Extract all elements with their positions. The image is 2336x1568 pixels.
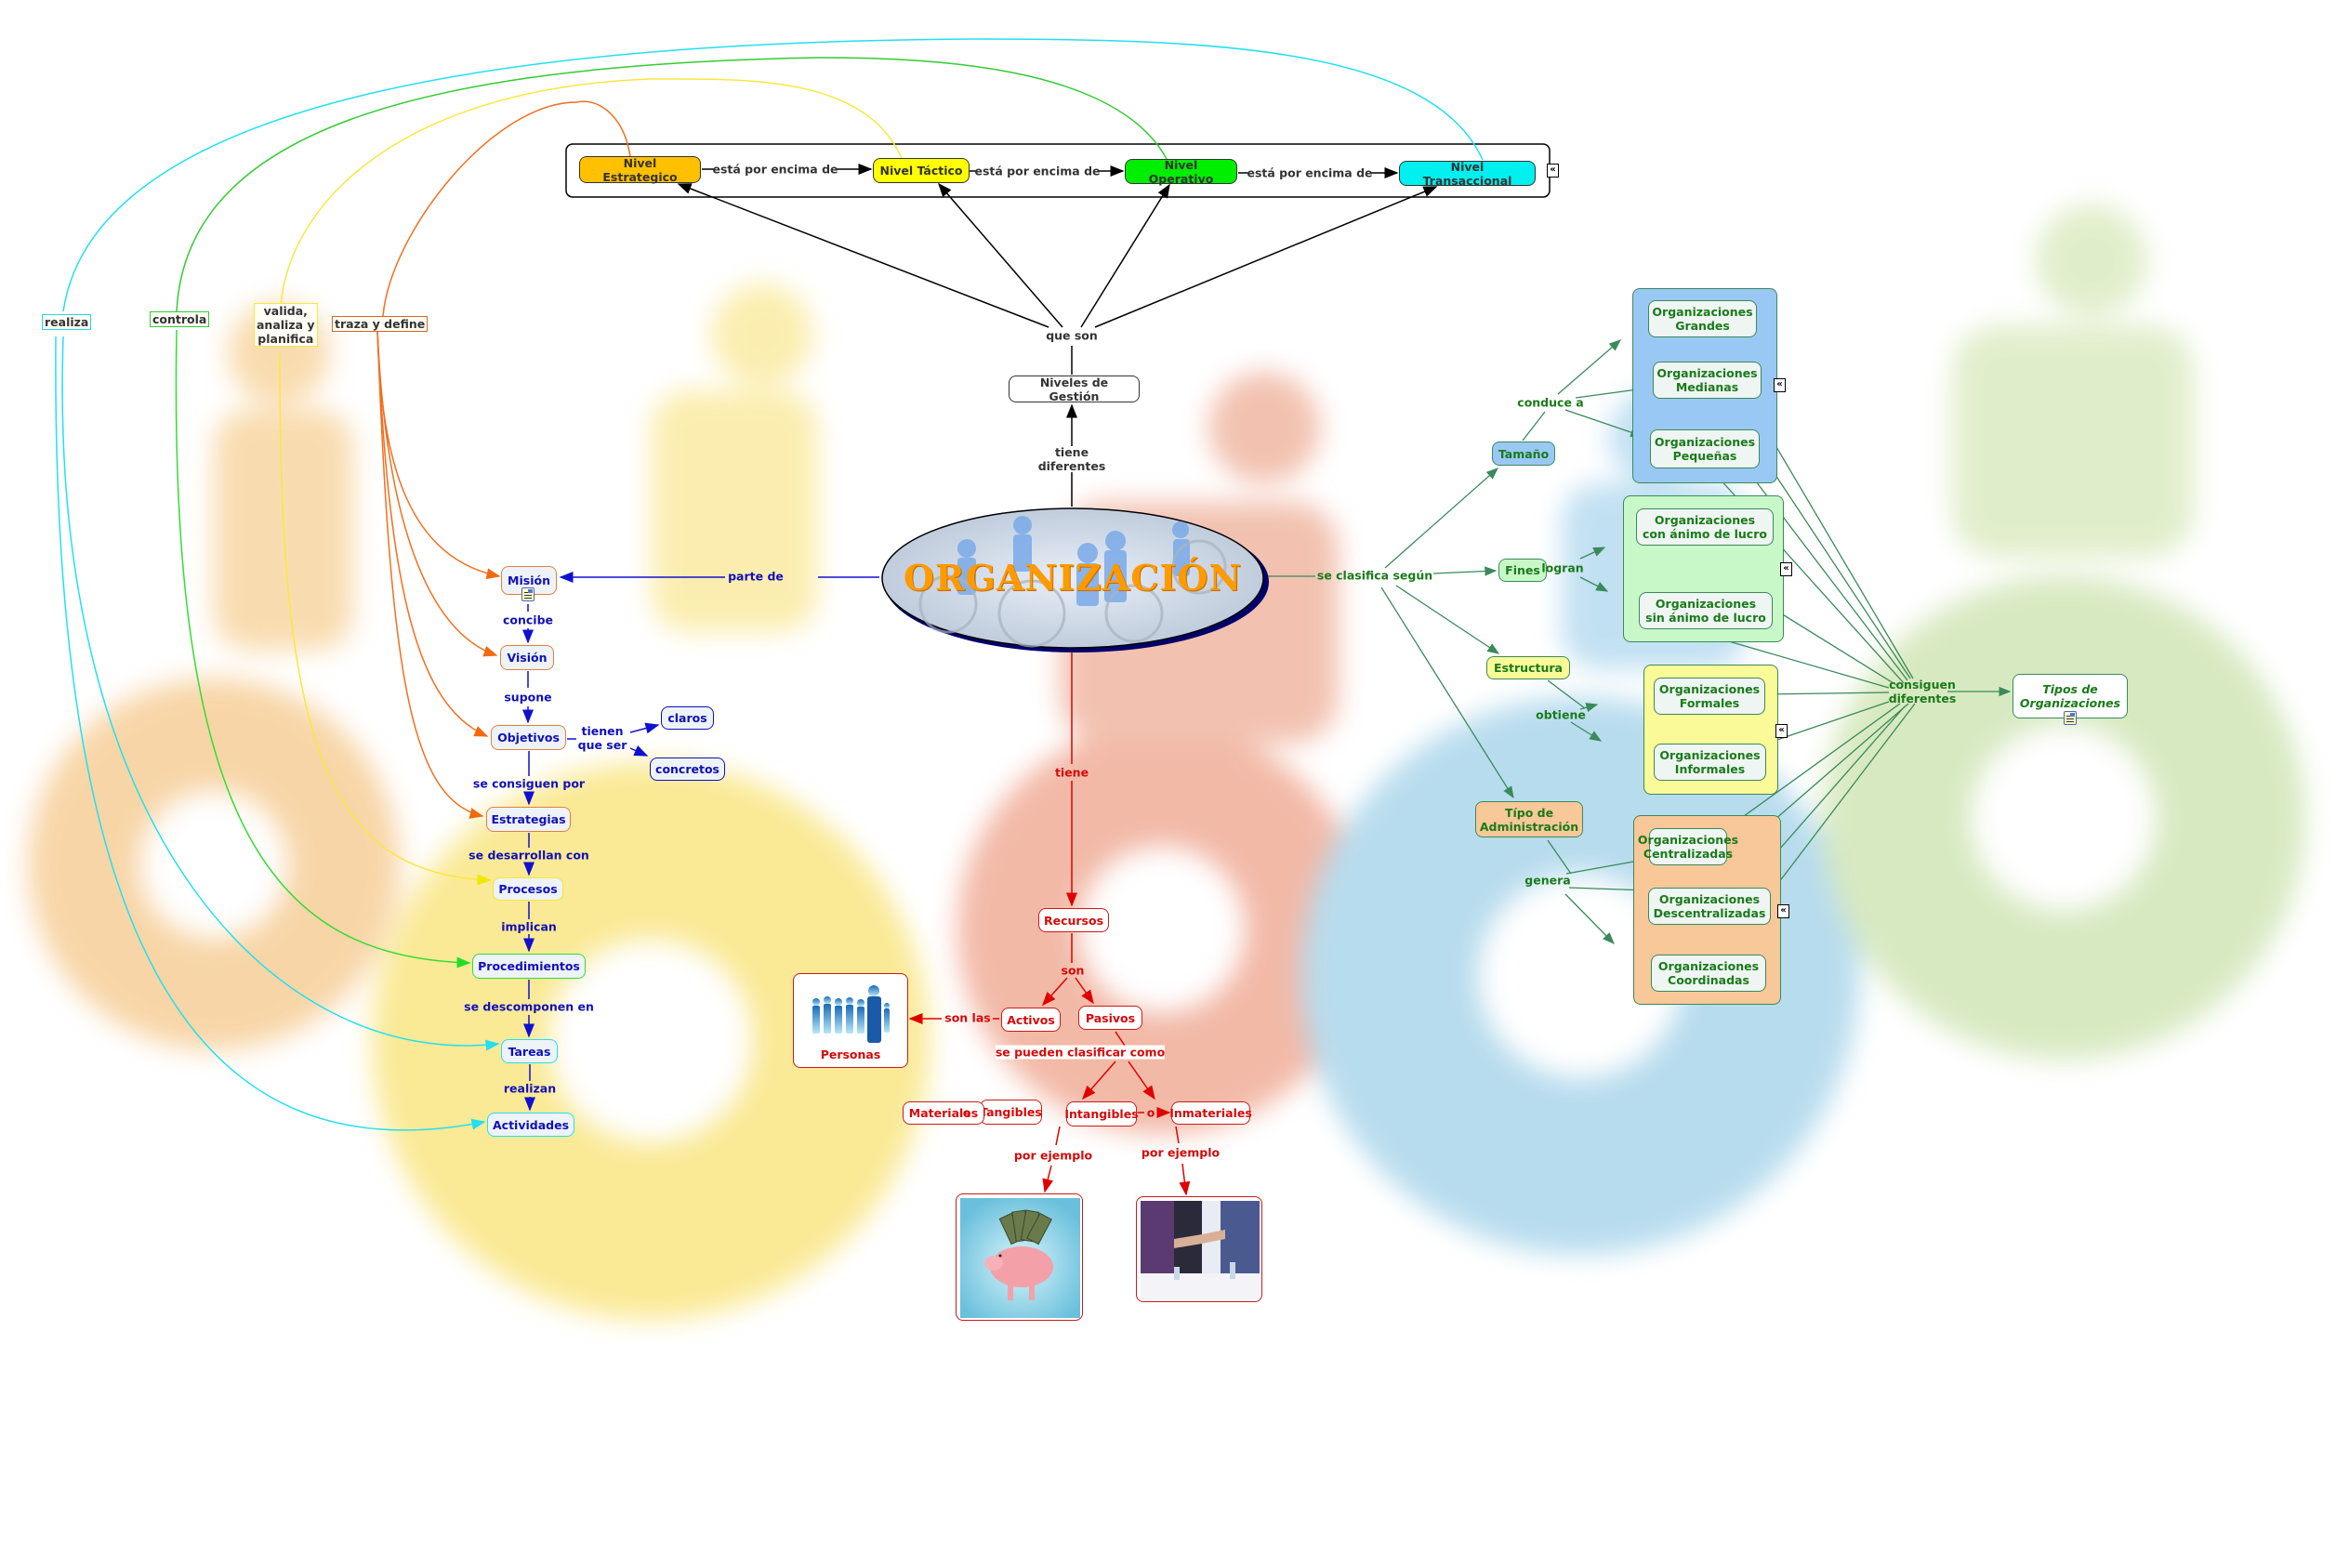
node-actividades[interactable]: Actividades [487, 1113, 574, 1137]
central-topic-label[interactable]: ORGANIZACIÓN [903, 557, 1243, 600]
personas-label: Personas [820, 1048, 881, 1061]
link-label-parte-de: parte de [728, 569, 784, 584]
node-org-sin-animo-de-lucro[interactable]: Organizaciones sin ánimo de lucro [1639, 592, 1773, 629]
node-org-con-animo-de-lucro[interactable]: Organizaciones con ánimo de lucro [1636, 508, 1774, 546]
link-label-esta-por-encima-1: está por encima de [712, 162, 838, 177]
image-piggy-bank[interactable] [956, 1193, 1083, 1321]
link-label-obtiene: obtiene [1536, 707, 1586, 722]
node-nivel-estrategico[interactable]: Nivel Estrategico [579, 156, 701, 184]
link-label-conduce-a: conduce a [1517, 395, 1584, 410]
link-label-o-materiales: o [962, 1105, 971, 1120]
tag-traza-y-define: traza y define [332, 316, 429, 332]
link-label-se-desarrollan-con: se desarrollan con [469, 848, 589, 863]
link-label-son: son [1061, 963, 1085, 978]
node-personas[interactable]: Personas [793, 973, 908, 1068]
image-business-handshake[interactable] [1136, 1196, 1262, 1302]
handshake-meeting-icon [1141, 1201, 1260, 1299]
link-label-se-descomponen-en: se descomponen en [464, 999, 594, 1014]
node-org-descentralizadas[interactable]: Organizaciones Descentralizadas [1648, 888, 1771, 925]
node-org-formales[interactable]: Organizaciones Formales [1654, 678, 1765, 715]
link-label-esta-por-encima-3: está por encima de [1247, 165, 1373, 180]
node-org-coordinadas[interactable]: Organizaciones Coordinadas [1651, 955, 1766, 992]
tag-controla: controla [150, 311, 210, 327]
node-procedimientos[interactable]: Procedimientos [472, 954, 586, 979]
figure-yellow [651, 283, 818, 632]
node-tangibles[interactable]: Tangibles [980, 1100, 1042, 1125]
collapse-icon-tipo-administracion[interactable]: « [1777, 904, 1789, 918]
node-recursos[interactable]: Recursos [1038, 908, 1109, 932]
link-label-concibe: concibe [502, 613, 554, 627]
document-icon-tipos[interactable] [2064, 711, 2077, 725]
node-estructura[interactable]: Estructura [1486, 656, 1570, 679]
node-claros[interactable]: claros [661, 706, 714, 730]
gears-people-illustration [957, 516, 1190, 606]
figure-green [1952, 204, 2194, 558]
tag-realiza: realiza [42, 314, 92, 330]
node-org-pequenas[interactable]: Organizaciones Pequeñas [1650, 429, 1760, 468]
document-icon-mision[interactable] [521, 587, 535, 601]
link-label-tiene-diferentes: tiene diferentes [1037, 445, 1106, 473]
node-materiales[interactable]: Materiales [903, 1101, 984, 1125]
link-label-o-inmateriales: o [1146, 1105, 1155, 1120]
node-activos[interactable]: Activos [1001, 1008, 1061, 1032]
node-niveles-de-gestion[interactable]: Niveles de Gestión [1009, 376, 1140, 403]
node-nivel-tactico[interactable]: Nivel Táctico [873, 158, 970, 183]
node-procesos[interactable]: Procesos [493, 877, 563, 901]
node-tareas[interactable]: Tareas [501, 1039, 558, 1063]
link-label-implican: implican [501, 919, 557, 934]
node-estrategias[interactable]: Estrategias [486, 807, 571, 832]
link-label-por-ejemplo-tangibles: por ejemplo [1013, 1148, 1093, 1163]
node-intangibles[interactable]: Intangibles [1064, 1101, 1139, 1127]
node-mision[interactable]: Misión [501, 566, 557, 595]
piggy-bank-money-icon [960, 1198, 1080, 1318]
node-tamano[interactable]: Tamaño [1492, 441, 1555, 466]
link-label-por-ejemplo-intangibles: por ejemplo [1141, 1145, 1221, 1160]
link-label-genera: genera [1524, 873, 1571, 888]
link-label-consiguen-diferentes: consiguen diferentes [1888, 678, 1957, 705]
node-org-informales[interactable]: Organizaciones Informales [1654, 744, 1766, 781]
collapse-icon-estructura[interactable]: « [1775, 724, 1788, 738]
node-org-grandes[interactable]: Organizaciones Grandes [1648, 300, 1757, 337]
node-tipo-de-administracion[interactable]: Típo de Administración [1475, 801, 1583, 837]
node-fines[interactable]: Fines [1498, 559, 1547, 582]
collapse-icon-tamano[interactable]: « [1774, 378, 1786, 392]
node-inmateriales[interactable]: Inmateriales [1169, 1101, 1252, 1125]
link-label-tiene: tiene [1054, 765, 1089, 780]
node-concretos[interactable]: concretos [650, 758, 725, 781]
link-label-se-pueden-clasificar-como: se pueden clasificar como [995, 1045, 1166, 1060]
node-nivel-transaccional[interactable]: Nivel Transaccional [1399, 160, 1536, 188]
link-label-se-consiguen-por: se consiguen por [472, 776, 586, 791]
node-nivel-operativo[interactable]: Nivel Operativo [1125, 158, 1237, 186]
organizacion-ellipse [881, 507, 1264, 649]
link-label-esta-por-encima-2: está por encima de [974, 164, 1101, 178]
tag-valida-analiza-planifica: valida, analiza y planifica [254, 303, 318, 347]
link-label-que-son: que son [1046, 328, 1098, 343]
people-silhouettes-icon [812, 985, 890, 1043]
node-pasivos[interactable]: Pasivos [1078, 1006, 1142, 1030]
node-org-medianas[interactable]: Organizaciones Medianas [1653, 362, 1762, 399]
link-label-realizan: realizan [503, 1081, 557, 1096]
link-label-son-las: son las [944, 1010, 991, 1025]
collapse-icon-levels[interactable]: « [1547, 164, 1559, 178]
link-label-se-clasifica-segun: se clasifica según [1316, 568, 1433, 583]
link-label-tienen-que-ser: tienen que ser [577, 724, 627, 752]
node-org-centralizadas[interactable]: Organizaciones Centralizadas [1638, 828, 1738, 865]
node-vision[interactable]: Visión [500, 645, 554, 670]
node-objetivos[interactable]: Objetivos [491, 725, 566, 750]
link-label-supone: supone [504, 690, 552, 705]
collapse-icon-fines[interactable]: « [1780, 562, 1792, 576]
link-label-logran: logran [1541, 560, 1584, 575]
